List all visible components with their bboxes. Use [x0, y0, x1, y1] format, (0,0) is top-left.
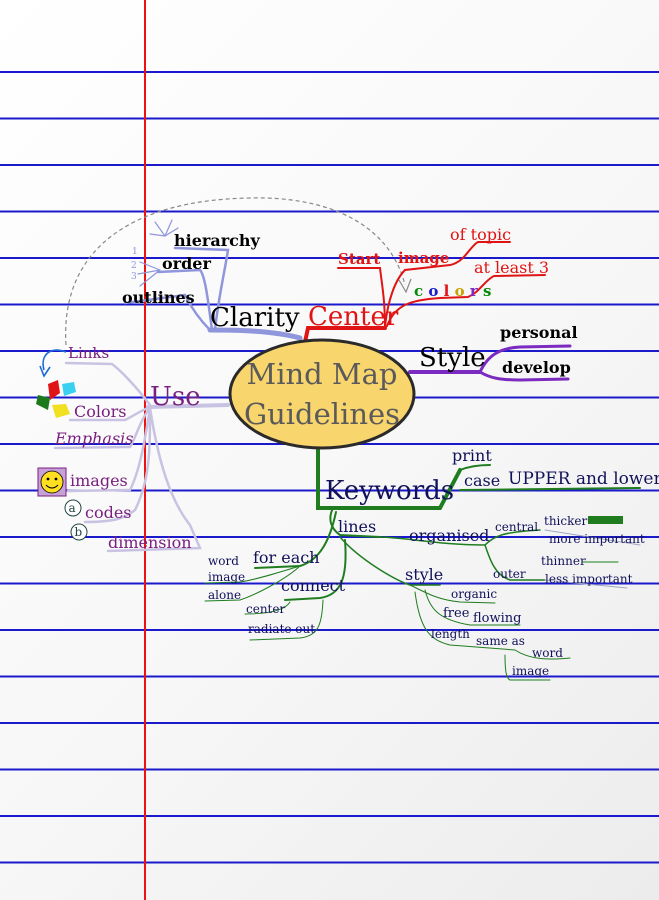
connect-label: connect	[281, 576, 346, 595]
colors-word: c o l o r s	[414, 282, 491, 300]
colors-letter-o1: o	[428, 282, 438, 300]
colors-letter-r: r	[470, 282, 479, 300]
print-label: print	[452, 446, 492, 465]
center-title-line2: Guidelines	[244, 397, 400, 431]
code-b-icon: b	[70, 523, 88, 541]
keywords-labels: Keywords print case UPPER and lower line…	[208, 446, 659, 678]
code-b-letter: b	[75, 525, 83, 539]
order-digits: 1 2 3	[131, 247, 138, 282]
for-each-image-label: image	[208, 570, 245, 584]
start-label: Start	[338, 250, 380, 268]
outer-label: outer	[493, 567, 526, 581]
keywords-branch	[204, 446, 641, 681]
connect-center-label: center	[246, 602, 285, 616]
colors-label: Colors	[74, 402, 126, 421]
case-label: case	[464, 471, 500, 490]
order-digit-3: 3	[131, 272, 137, 282]
colors-letter-o2: o	[455, 282, 465, 300]
clarity-label: Clarity	[210, 303, 300, 333]
flowing-label: flowing	[473, 611, 521, 626]
code-a-letter: a	[69, 501, 76, 515]
same-as-label: same as	[476, 634, 525, 648]
more-important-label: more important	[549, 532, 645, 546]
links-label: Links	[68, 344, 109, 362]
code-a-icon: a	[64, 499, 82, 517]
less-important-label: less important	[545, 572, 633, 586]
center-title-line1: Mind Map	[247, 357, 398, 391]
length-label: length	[431, 627, 470, 641]
outlines-label: outlines	[122, 288, 195, 307]
thicker-label: thicker	[544, 514, 587, 528]
for-each-word-label: word	[208, 554, 239, 568]
same-image-label: image	[512, 664, 549, 678]
link-arc	[65, 197, 406, 346]
kw-style-label: style	[405, 565, 443, 584]
at-least-3-label: at least 3	[474, 258, 549, 277]
for-each-label: for each	[253, 548, 320, 567]
links-arrow	[42, 349, 67, 371]
hierarchy-label: hierarchy	[174, 231, 260, 250]
central-label: central	[495, 520, 538, 534]
keywords-label: Keywords	[325, 476, 454, 506]
for-each-alone-label: alone	[208, 588, 241, 602]
codes-label: codes	[85, 503, 132, 522]
emphasis-label: Emphasis	[54, 429, 133, 448]
style-branch	[408, 344, 572, 382]
image-label: image	[398, 249, 449, 267]
color-splash-icon	[36, 380, 76, 418]
radiate-out-label: radiate out	[248, 622, 315, 636]
thinner-label: thinner	[541, 554, 586, 568]
ruled-lines	[0, 71, 659, 864]
colors-letter-c: c	[414, 282, 423, 300]
clarity-branch	[123, 219, 303, 341]
dimension-label: dimension	[108, 533, 192, 552]
same-word-label: word	[532, 646, 563, 660]
organised-label: organised	[409, 526, 489, 545]
use-branch	[53, 361, 230, 553]
develop-label: develop	[502, 358, 571, 377]
order-digit-1: 1	[132, 247, 138, 257]
thicker-bar	[588, 516, 623, 524]
style-branch-label: Style	[419, 343, 486, 373]
upper-lower-label: UPPER and lower	[508, 469, 659, 489]
smiley-icon	[37, 467, 67, 497]
center-branch	[303, 241, 546, 344]
link-arrow	[398, 278, 412, 294]
free-label: free	[443, 606, 470, 621]
colors-letter-l: l	[444, 282, 450, 300]
colors-letter-s: s	[483, 282, 491, 300]
images-label: images	[70, 471, 128, 490]
links-arrowhead	[39, 365, 51, 378]
organic-label: organic	[451, 587, 497, 601]
lines-label: lines	[338, 517, 376, 536]
order-digit-2: 2	[131, 261, 137, 271]
personal-label: personal	[500, 323, 578, 342]
of-topic-label: of topic	[450, 225, 511, 244]
center-branch-label: Center	[308, 302, 399, 332]
central-ellipse	[228, 338, 416, 450]
order-label: order	[162, 254, 211, 273]
use-label: Use	[150, 382, 201, 412]
